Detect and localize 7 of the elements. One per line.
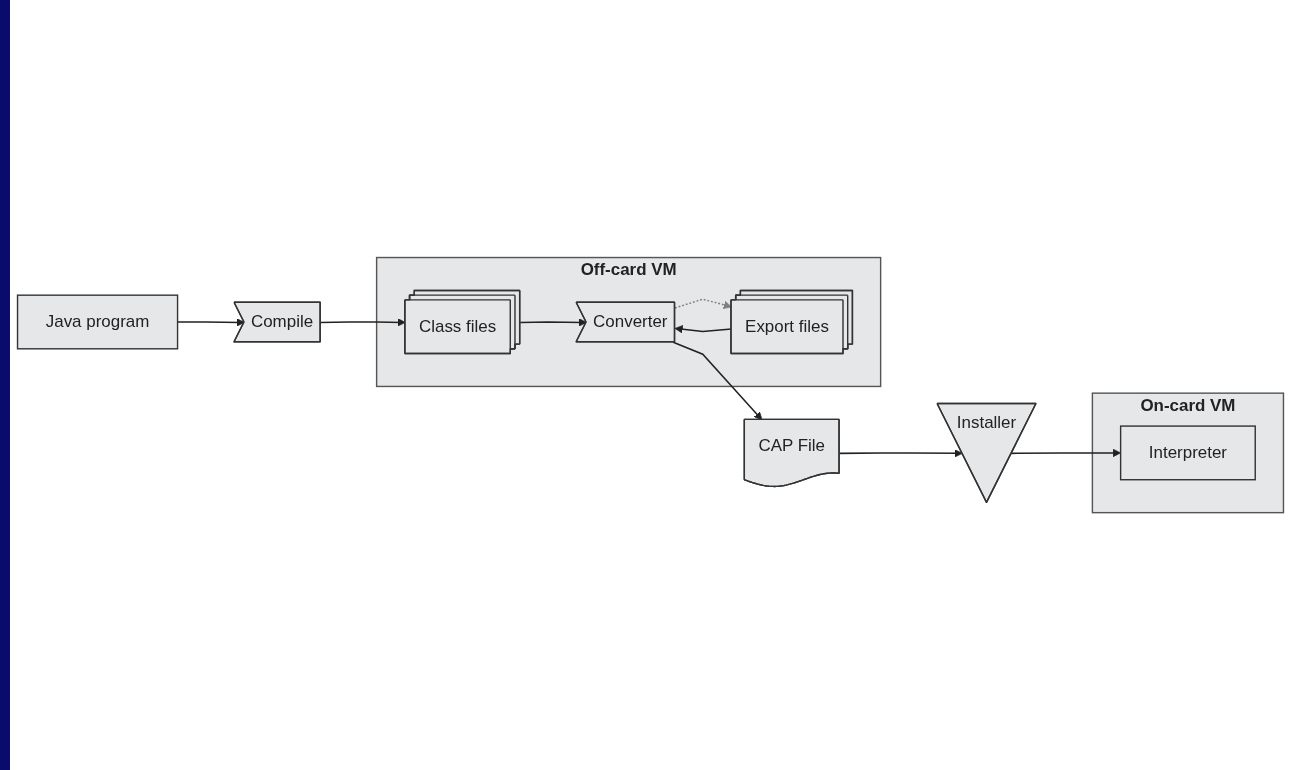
arrow: [1010, 448, 1121, 457]
arrow: [838, 449, 963, 458]
arrow: [319, 318, 406, 327]
arrow: [519, 318, 587, 327]
arrow: [674, 298, 732, 309]
node-box: Java program: [16, 294, 179, 350]
node-box: Interpreter: [1119, 425, 1256, 481]
